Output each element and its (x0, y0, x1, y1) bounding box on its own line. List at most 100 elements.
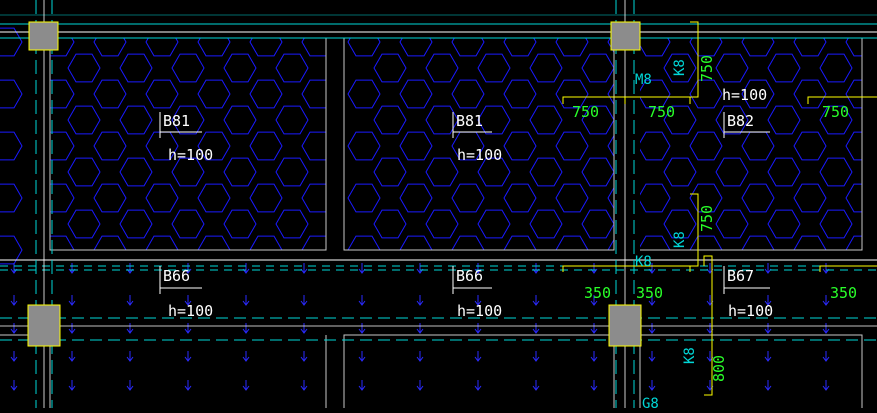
hatch-hexagon (767, 157, 801, 187)
hatch-arrow (474, 295, 482, 306)
hatch-hexagon (347, 38, 381, 57)
hatch-hexagon (607, 38, 614, 54)
hatch-arrow (822, 323, 830, 334)
hatch-arrow (242, 380, 250, 391)
hatch-hexagon (640, 235, 671, 250)
rebar-750-left[interactable]: 750 (572, 103, 599, 121)
hatch-hexagon (793, 183, 827, 213)
hatch-hexagon (715, 53, 749, 83)
hatch-hexagon (119, 209, 153, 239)
hatch-hexagon (425, 105, 459, 135)
slab-label-b67[interactable]: B67 h=100 (723, 266, 773, 320)
hatch-arrow (764, 295, 772, 306)
hatch-hexagon (663, 105, 697, 135)
hatch-hexagon (741, 183, 775, 213)
hatch-arrow (764, 380, 772, 391)
slab-thickness: h=100 (168, 146, 213, 164)
hatch-hexagon (50, 38, 75, 57)
mark-k8-lower[interactable]: K8 (682, 347, 698, 364)
hatch-arrow (474, 323, 482, 334)
hatch-hexagon (373, 157, 407, 187)
slab-label-b66-b[interactable]: B66 h=100 (452, 266, 502, 320)
hatch-arrow (822, 295, 830, 306)
rebar-750-right[interactable]: 750 (648, 103, 675, 121)
slab-name: B66 (163, 267, 190, 285)
hatch-hexagon (529, 209, 563, 239)
hatch-hexagon (275, 105, 309, 135)
hatch-hexagon (640, 79, 671, 109)
hatch-arrow (242, 351, 250, 362)
hatch-hexagon (715, 157, 749, 187)
rebar-750-far[interactable]: 750 (822, 103, 849, 121)
hatch-arrow (68, 263, 76, 274)
hatch-hexagon (347, 131, 381, 161)
slab-thickness: h=100 (728, 302, 773, 320)
hatch-hexagon (793, 79, 827, 109)
column-top-left[interactable] (28, 21, 59, 51)
hatch-hexagon (399, 183, 433, 213)
hatch-arrow (300, 380, 308, 391)
hatch-hexagon (0, 131, 23, 161)
hatch-arrow (822, 351, 830, 362)
mark-k8-small[interactable]: K8 (635, 254, 652, 270)
hatch-arrow (648, 351, 656, 362)
hatch-arrow (68, 380, 76, 391)
hatch-arrow (358, 323, 366, 334)
column-bottom-left[interactable] (27, 304, 61, 347)
hatch-hexagon (845, 131, 862, 161)
hatch-arrow (590, 295, 598, 306)
hatch-hexagon (741, 131, 775, 161)
hatch-hexagon (373, 105, 407, 135)
column-bottom-center[interactable] (608, 304, 642, 347)
hatch-arrow (358, 263, 366, 274)
hatch-arrow (590, 323, 598, 334)
mark-m8[interactable]: M8 (635, 72, 652, 88)
hatch-hexagon (503, 79, 537, 109)
hatch-hexagon (249, 38, 283, 57)
rebar-800-vert-low[interactable]: 800 (710, 355, 728, 382)
slab-label-b66-a[interactable]: B66 h=100 (159, 266, 213, 320)
hatch-hexagon (145, 38, 179, 57)
slab-label-b81-b[interactable]: B81 h=100 (452, 112, 502, 164)
hatch-arrow (590, 351, 598, 362)
hatch-hexagon (477, 53, 511, 83)
slab-label-b82[interactable]: h=100 B82 (722, 86, 770, 138)
hatch-arrow (126, 295, 134, 306)
column-top-center[interactable] (610, 21, 641, 51)
hatch-arrow (822, 263, 830, 274)
mark-k8-upper[interactable]: K8 (672, 59, 688, 76)
hatch-hexagon (249, 235, 283, 250)
rebar-750-vert-upper[interactable]: 750 (698, 55, 716, 82)
hatch-arrow (184, 351, 192, 362)
hatch-arrow (822, 380, 830, 391)
hatch-hexagon (715, 105, 749, 135)
hatch-hexagon (663, 157, 697, 187)
hatch-arrow (358, 380, 366, 391)
slab-outline-6[interactable] (343, 334, 615, 408)
hatch-hexagon (93, 235, 127, 250)
hatch-arrow (532, 323, 540, 334)
hatch-hexagon (67, 157, 101, 187)
rebar-750-vert-mid[interactable]: 750 (698, 205, 716, 232)
hatch-arrow (242, 295, 250, 306)
slab-outline-7[interactable] (639, 334, 863, 408)
hatch-arrow (10, 263, 18, 274)
hatch-arrow (416, 380, 424, 391)
hatch-arrow (648, 380, 656, 391)
rebar-350-far[interactable]: 350 (830, 284, 857, 302)
hatch-hexagon (689, 131, 723, 161)
hatch-arrow (126, 351, 134, 362)
slab-outline-1[interactable] (49, 37, 327, 251)
hatch-hexagon (93, 131, 127, 161)
hatch-hexagon (119, 53, 153, 83)
mark-g8[interactable]: G8 (642, 396, 659, 412)
slab-thickness: h=100 (168, 302, 213, 320)
hatch-hexagon (399, 79, 433, 109)
slab-label-b81-a[interactable]: B81 h=100 (159, 112, 213, 164)
hatch-arrow (590, 380, 598, 391)
hatch-hexagon (145, 183, 179, 213)
rebar-350-left[interactable]: 350 (584, 284, 611, 302)
rebar-350-right[interactable]: 350 (636, 284, 663, 302)
mark-k8-middle[interactable]: K8 (672, 231, 688, 248)
